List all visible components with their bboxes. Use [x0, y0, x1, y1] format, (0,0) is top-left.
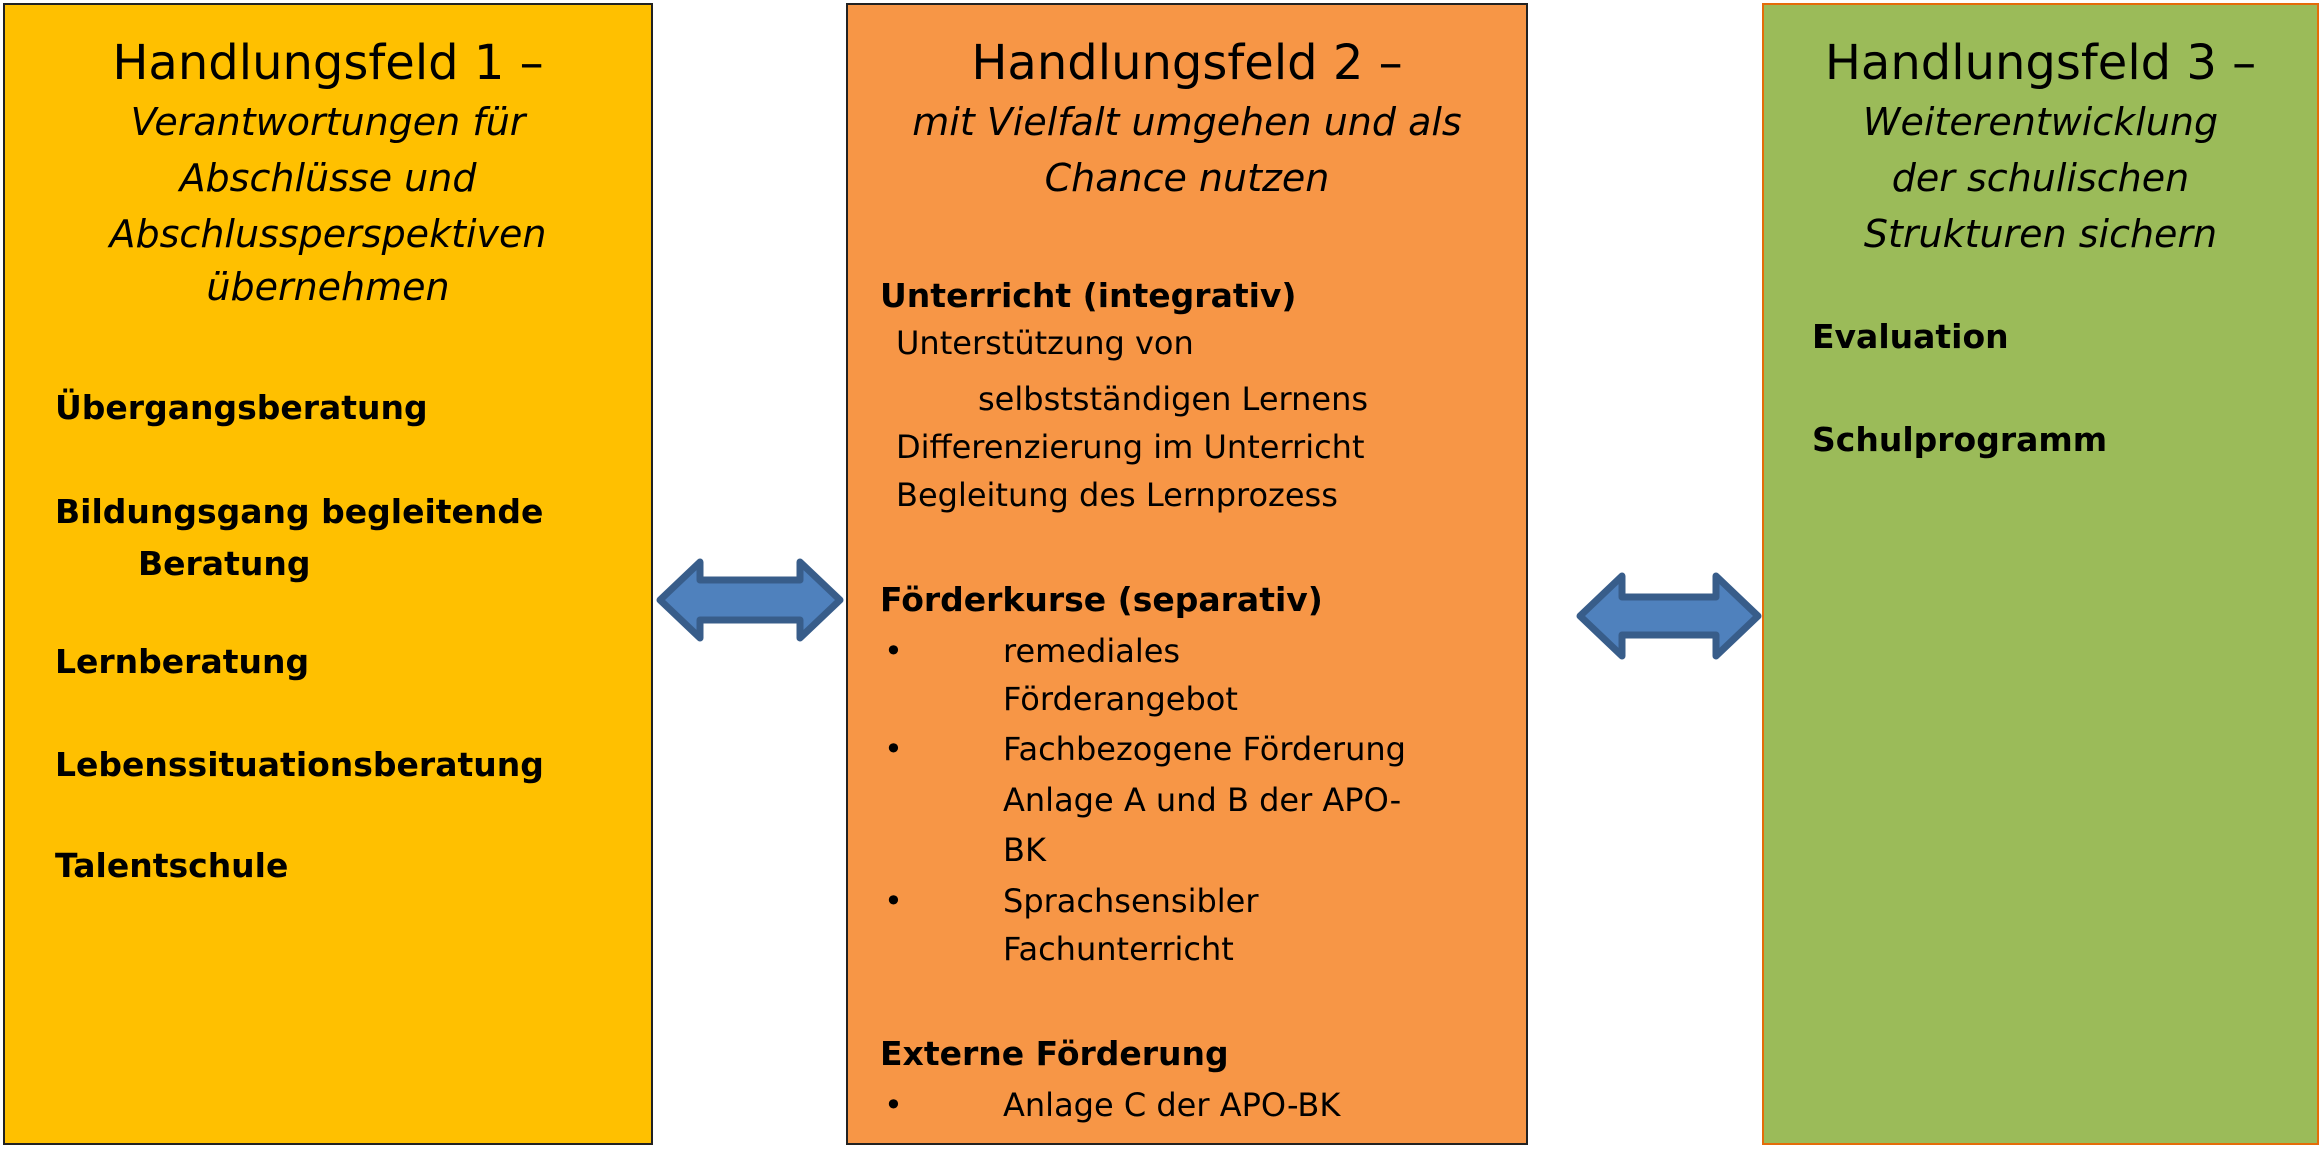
field-1-box: Handlungsfeld 1 – Verantwortungen für Ab… [3, 3, 653, 1145]
bullet-icon: • [884, 730, 903, 768]
field-2-subtitle-line: mit Vielfalt umgehen und als [912, 100, 1462, 144]
section-heading-foerderkurse: Förderkurse (separativ) [880, 580, 1323, 619]
field-1-item: Übergangsberatung [55, 388, 428, 427]
bullet-text: remediales [1003, 632, 1181, 670]
field-3-subtitle-line: Strukturen sichern [1863, 212, 2218, 256]
field-3-item: Evaluation [1812, 317, 2009, 356]
field-1-subtitle-line: übernehmen [206, 265, 450, 309]
field-1-item: Lebenssituationsberatung [55, 745, 544, 784]
field-3-box: Handlungsfeld 3 – Weiterentwicklung der … [1762, 3, 2319, 1145]
bullet-text: Anlage C der APO-BK [1003, 1086, 1341, 1124]
field-3-subtitle-line: der schulischen [1891, 156, 2190, 200]
section-line: Differenzierung im Unterricht [896, 428, 1365, 466]
field-1-subtitle-line: Abschlussperspektiven [109, 212, 547, 256]
double-arrow-icon [656, 558, 844, 642]
bullet-text: Sprachsensibler [1003, 882, 1259, 920]
field-1-item: Beratung [138, 544, 311, 583]
section-heading-unterricht: Unterricht (integrativ) [880, 276, 1297, 315]
field-1-subtitle-line: Verantwortungen für [130, 100, 526, 144]
section-line: Begleitung des Lernprozess [896, 476, 1338, 514]
section-heading-externe: Externe Förderung [880, 1034, 1229, 1073]
field-3-title: Handlungsfeld 3 – [1824, 35, 2257, 91]
field-2-subtitle-line: Chance nutzen [1044, 156, 1330, 200]
field-3-subtitle-line: Weiterentwicklung [1862, 100, 2219, 144]
bullet-text: Fachunterricht [1003, 930, 1234, 968]
bullet-icon: • [884, 632, 903, 670]
bullet-text: Anlage A und B der APO- [1003, 781, 1402, 819]
field-2-box: Handlungsfeld 2 – mit Vielfalt umgehen u… [846, 3, 1528, 1145]
field-1-item: Talentschule [55, 846, 289, 885]
field-1-item: Bildungsgang begleitende [55, 492, 544, 531]
field-1-subtitle-line: Abschlüsse und [179, 156, 477, 200]
field-1-title: Handlungsfeld 1 – [112, 35, 544, 91]
bullet-icon: • [884, 882, 903, 920]
bullet-text: Fachbezogene Förderung [1003, 730, 1406, 768]
double-arrow-icon [1576, 572, 1762, 660]
section-line: selbstständigen Lernens [978, 380, 1369, 418]
bullet-text: Förderangebot [1003, 680, 1238, 718]
section-line: Unterstützung von [896, 324, 1194, 362]
field-2-title: Handlungsfeld 2 – [971, 35, 1403, 91]
field-1-item: Lernberatung [55, 642, 310, 681]
bullet-text: BK [1003, 831, 1046, 869]
bullet-icon: • [884, 1086, 903, 1124]
field-3-item: Schulprogramm [1812, 420, 2108, 459]
